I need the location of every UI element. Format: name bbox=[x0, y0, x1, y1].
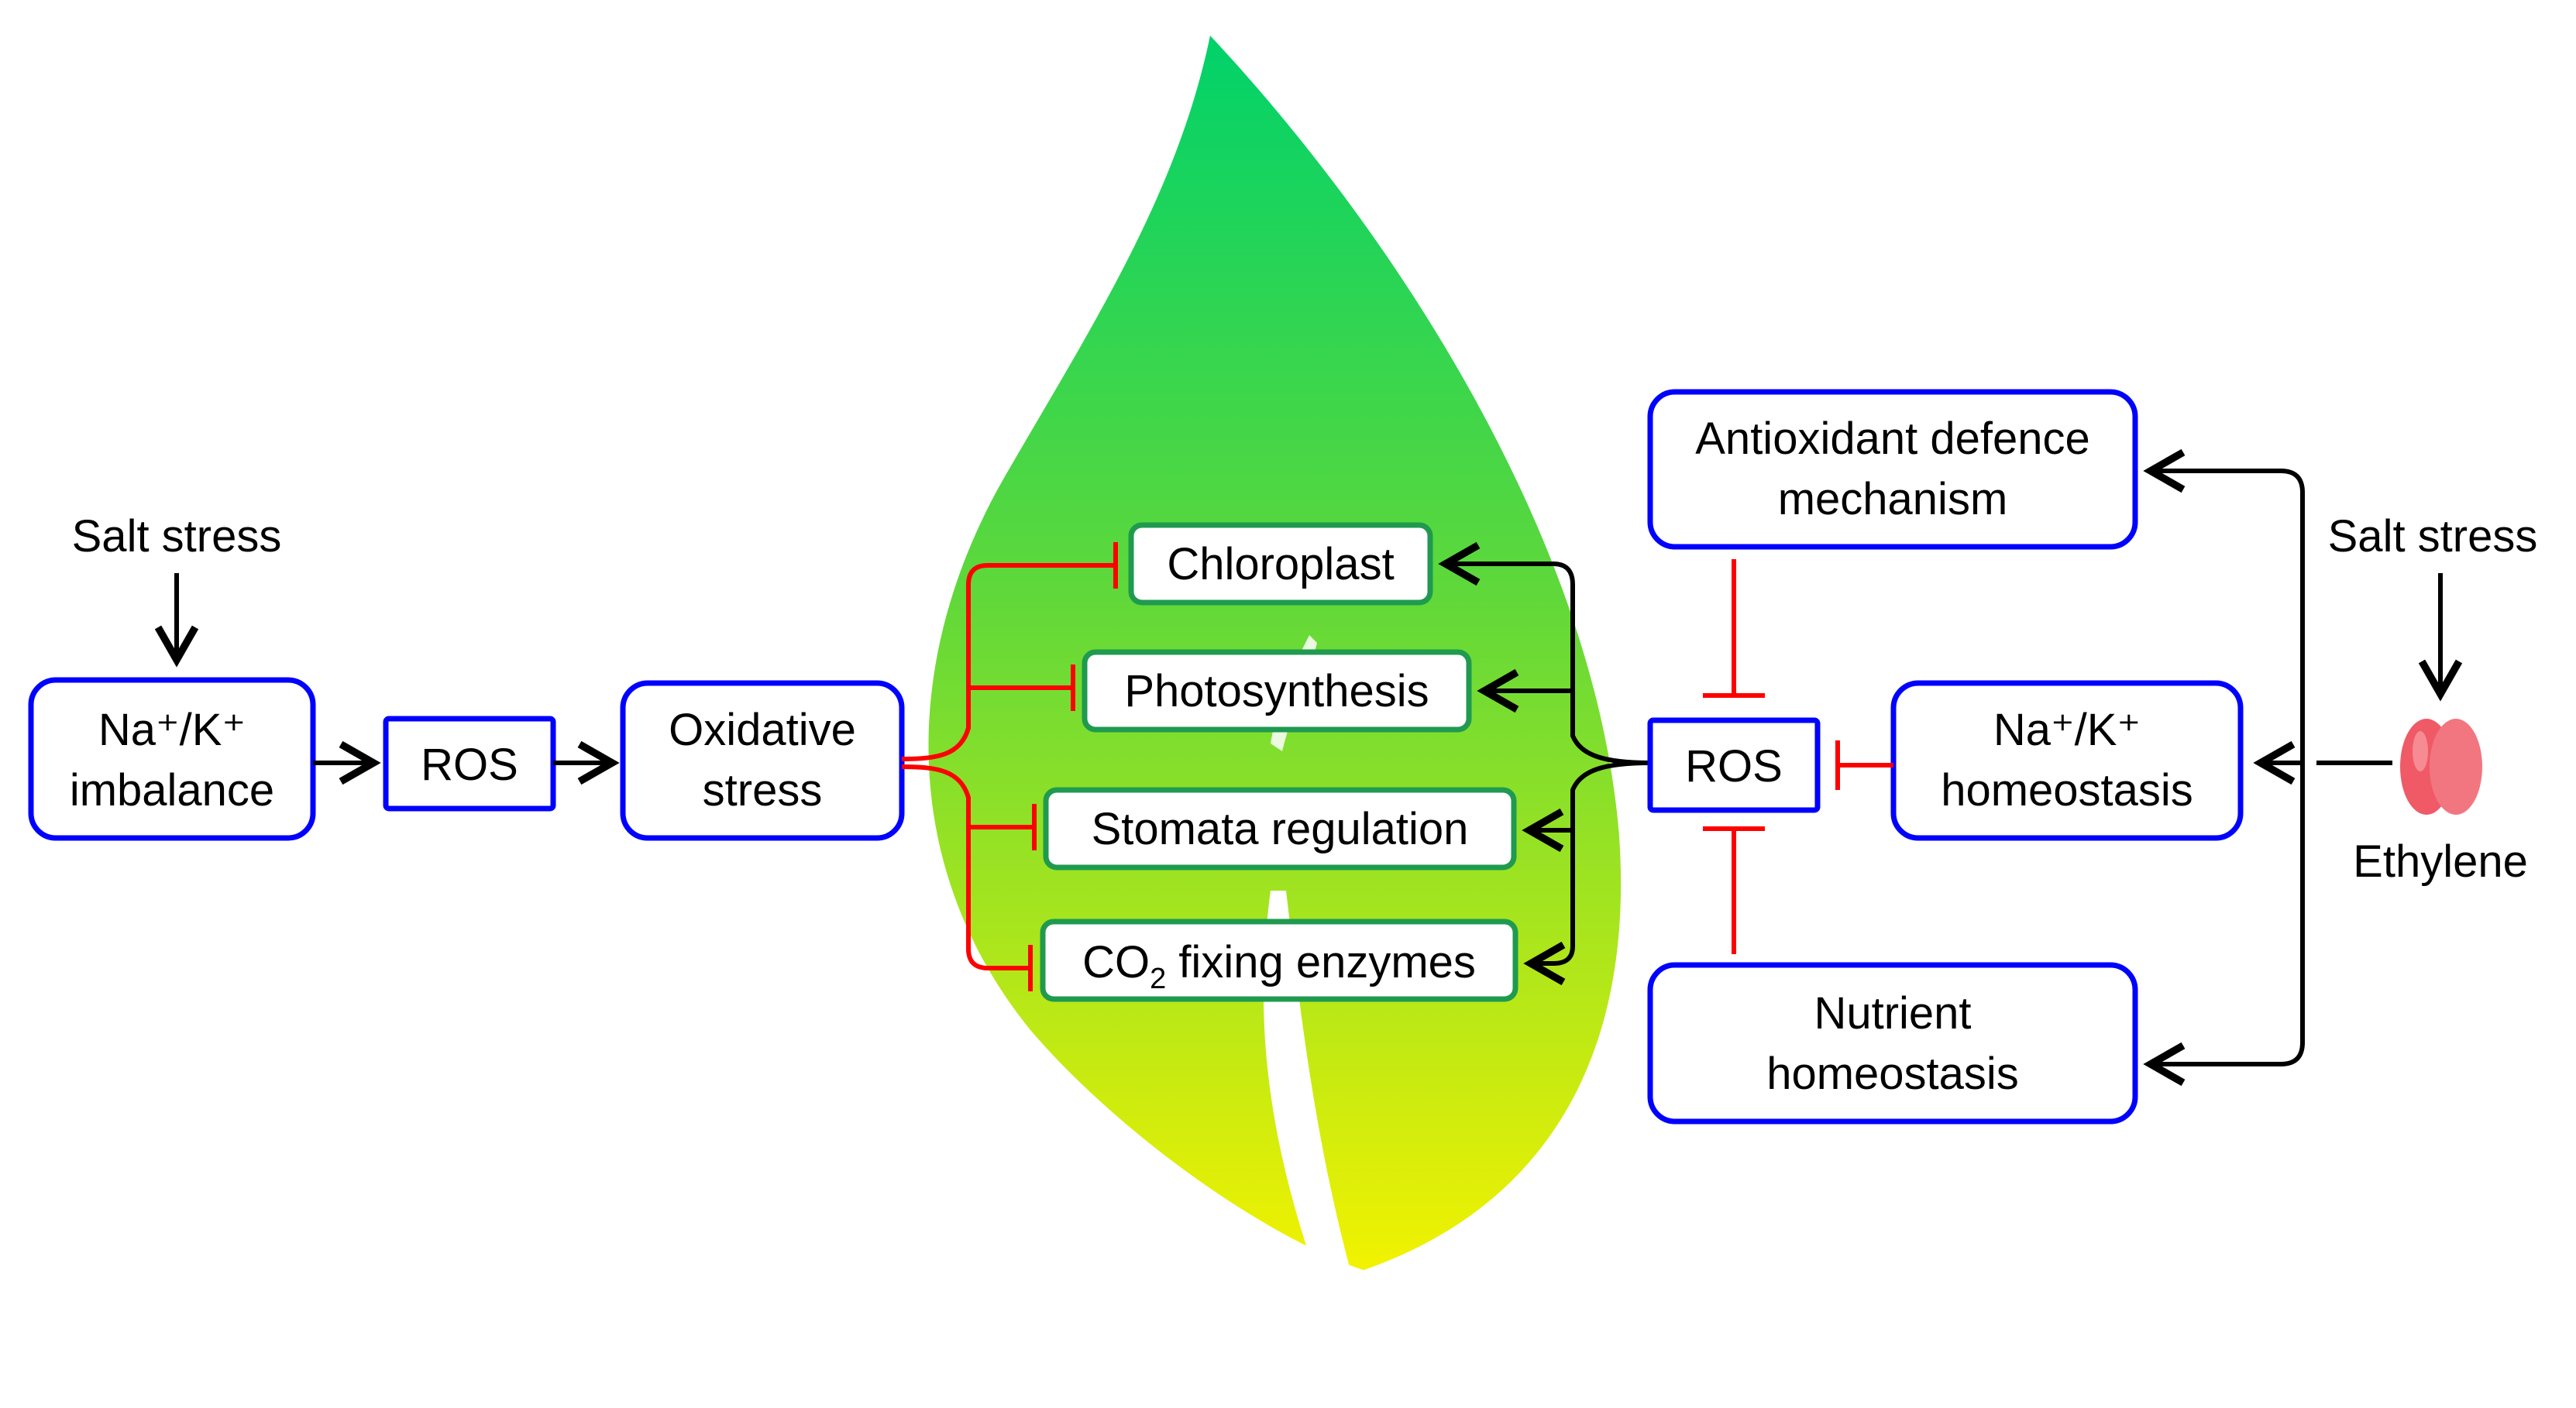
right-ros-label: ROS bbox=[1685, 741, 1783, 792]
left-salt-stress-label: Salt stress bbox=[72, 511, 282, 561]
na-k-homeostasis-box bbox=[1890, 680, 2244, 841]
na-k-homeostasis-label-line1: Na⁺/K⁺ bbox=[1993, 705, 2141, 755]
antioxidant-defence-label-line1: Antioxidant defence bbox=[1695, 414, 2089, 464]
na-k-imbalance-label-line1: Na⁺/K⁺ bbox=[98, 705, 246, 755]
photosynthesis-label: Photosynthesis bbox=[1124, 666, 1429, 716]
na-k-homeostasis-label-line2: homeostasis bbox=[1941, 765, 2193, 816]
chloroplast-box bbox=[1128, 522, 1433, 606]
ethylene-molecule-icon bbox=[2400, 719, 2482, 815]
right-ros-box bbox=[1647, 717, 1821, 813]
stomata-regulation-box bbox=[1043, 787, 1517, 871]
nutrient-homeostasis-label-line2: homeostasis bbox=[1766, 1049, 2019, 1099]
nutrient-homeostasis-label-line1: Nutrient bbox=[1814, 988, 1971, 1039]
oxidative-inhibition-brace bbox=[901, 542, 1118, 991]
na-k-imbalance-label-line2: imbalance bbox=[70, 765, 274, 816]
oxidative-stress-label-line2: stress bbox=[703, 765, 823, 816]
na-k-imbalance-box bbox=[28, 677, 316, 841]
co2-fixing-enzymes-box bbox=[1040, 919, 1518, 1002]
stomata-regulation-label: Stomata regulation bbox=[1092, 804, 1469, 854]
antioxidant-defence-box bbox=[1647, 389, 2138, 550]
left-ros-label: ROS bbox=[421, 740, 518, 790]
photosynthesis-box bbox=[1082, 649, 1472, 733]
ethylene-label: Ethylene bbox=[2353, 836, 2528, 887]
right-salt-stress-label: Salt stress bbox=[2328, 511, 2538, 561]
ethylene-branch-arrows bbox=[2143, 448, 2392, 1087]
chloroplast-label: Chloroplast bbox=[1167, 539, 1394, 589]
ros-to-targets-arrows bbox=[1438, 541, 1651, 986]
antioxidant-defence-label-line2: mechanism bbox=[1778, 474, 2008, 524]
co2-fixing-enzymes-label: CO2 fixing enzymes bbox=[1082, 937, 1476, 995]
nutrient-homeostasis-box bbox=[1647, 962, 2138, 1125]
oxidative-stress-label-line1: Oxidative bbox=[669, 705, 856, 755]
right-ros-inhibitions bbox=[1703, 559, 1893, 954]
